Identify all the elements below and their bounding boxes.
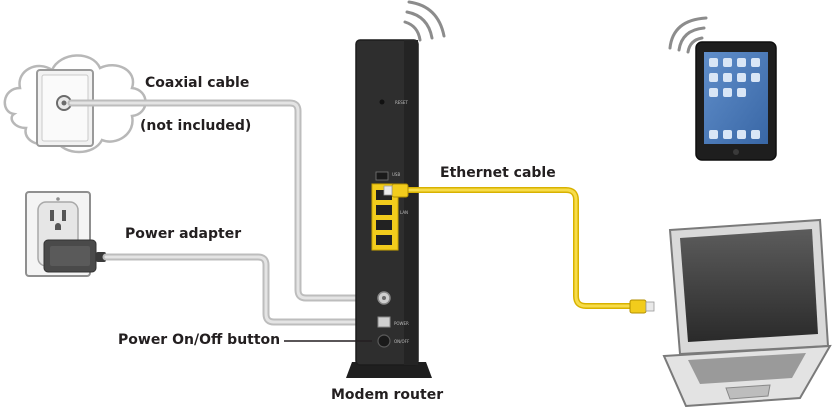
power-button-label: Power On/Off button	[118, 332, 281, 348]
reset-marking: RESET	[395, 100, 408, 105]
power-cable-inner	[104, 255, 380, 324]
ethernet-plug-icon	[383, 183, 409, 198]
modem-router-icon: RESET USB LAN POWER ON/OFF	[346, 39, 432, 378]
tablet-icon	[695, 41, 777, 161]
ethernet-cable-inner	[404, 188, 634, 308]
wifi-signal-icon	[403, 0, 446, 42]
lan-marking: LAN	[400, 210, 408, 215]
power-adapter-label: Power adapter	[125, 226, 242, 242]
wall-coax-outlet-icon	[36, 69, 94, 147]
usb-marking: USB	[392, 172, 400, 177]
coax-cable-inner	[69, 101, 380, 300]
tablet-wifi-icon	[668, 16, 708, 54]
on-off-marking: ON/OFF	[394, 339, 410, 344]
power-cable-line	[102, 253, 382, 326]
ethernet-cable-label: Ethernet cable	[440, 165, 556, 181]
coax-cable-label: Coaxial cable	[145, 75, 250, 91]
power-adapter-icon	[43, 239, 106, 273]
power-in-marking: POWER	[394, 321, 409, 326]
ethernet-cable-line	[403, 187, 635, 309]
not-included-label: (not included)	[140, 118, 252, 134]
modem-router-label: Modem router	[331, 387, 444, 403]
laptop-icon	[662, 218, 832, 408]
ethernet-plug-laptop-icon	[629, 299, 655, 314]
